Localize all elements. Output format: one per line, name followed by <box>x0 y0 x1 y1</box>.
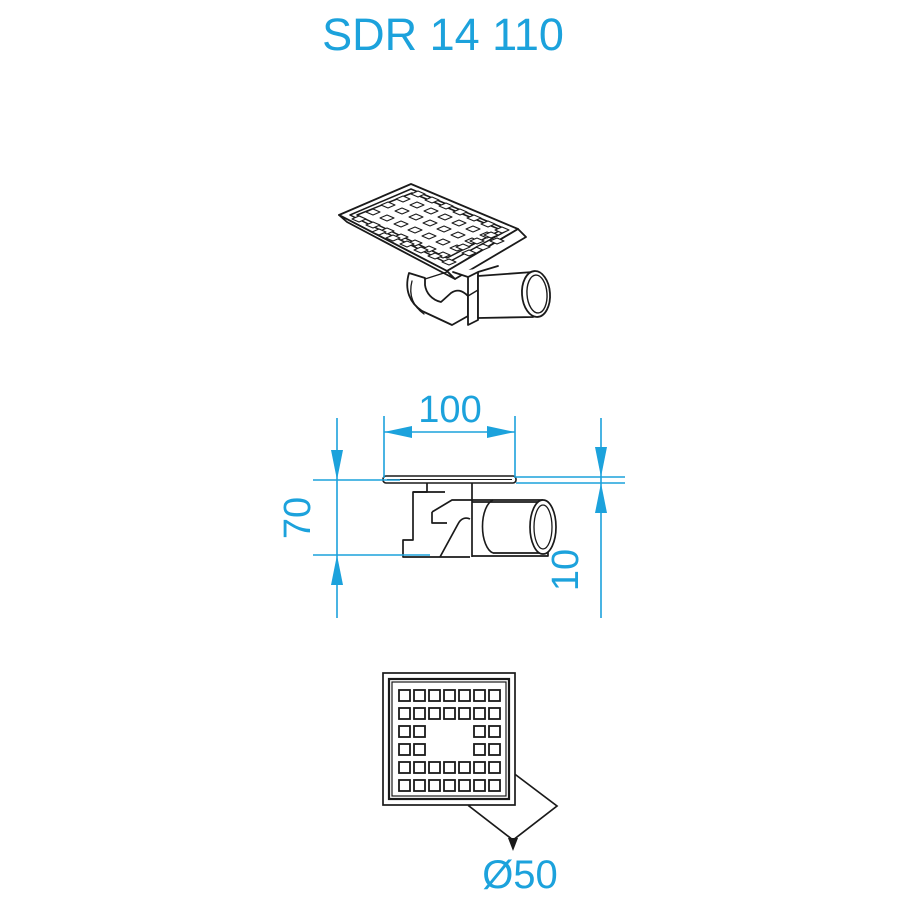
dimension-70: 70 <box>277 418 430 618</box>
dimension-70-label: 70 <box>277 497 319 539</box>
dimension-10-label: 10 <box>545 549 587 591</box>
plan-diameter-leader <box>508 838 518 851</box>
dimension-100: 100 <box>383 389 516 478</box>
iso-drain-body <box>406 265 551 326</box>
plan-view: Ø50 <box>382 672 559 897</box>
dimension-diameter-label: Ø50 <box>482 853 558 897</box>
side-elevation-view: 100 70 <box>277 389 625 618</box>
drawing-title: SDR 14 110 <box>322 9 564 60</box>
isometric-view <box>338 183 551 326</box>
side-outlet-pipe-left-arc <box>481 499 494 554</box>
plan-grate-holes <box>398 689 501 792</box>
side-outlet-pipe <box>529 499 557 555</box>
dimension-10: 10 <box>516 418 625 618</box>
dimension-100-label: 100 <box>418 389 481 431</box>
side-cover-plate <box>382 475 517 484</box>
iso-grate-holes <box>351 190 510 266</box>
side-drain-body <box>402 483 549 558</box>
